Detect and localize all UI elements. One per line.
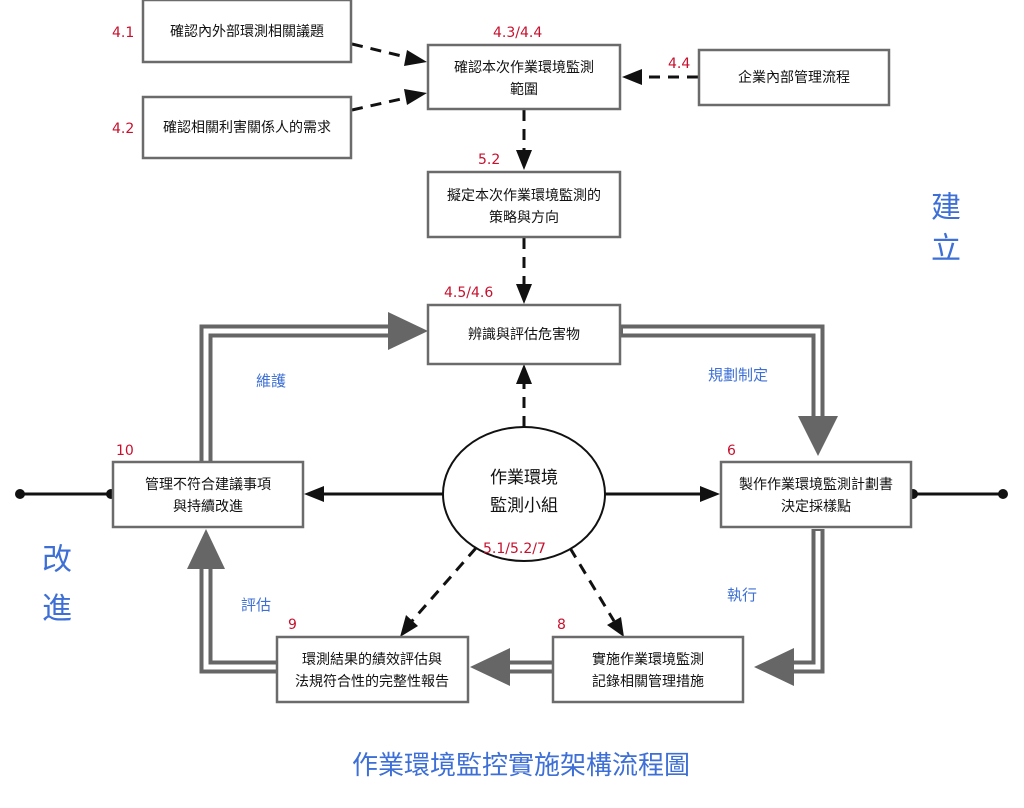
node-monitoring-plan: 製作作業環境監測計劃書 決定採樣點 6	[719, 443, 913, 529]
center-number: 5.1/5.2/7	[483, 541, 546, 557]
edge-label-execute: 執行	[727, 586, 757, 604]
phase-improve-char-2: 進	[42, 592, 72, 627]
diagram-title: 作業環境監控實施架構流程圖	[352, 751, 690, 781]
node-number: 4.2	[112, 121, 134, 137]
dashed-arrow-scope-to-strategy	[516, 110, 532, 170]
dashed-arrow-strategy-to-hazards	[516, 238, 532, 304]
node-label: 管理不符合建議事項	[145, 476, 271, 493]
right-endpoint-line	[908, 489, 1008, 499]
node-label: 企業內部管理流程	[738, 69, 850, 86]
left-endpoint-line	[15, 489, 116, 499]
node-label: 製作作業環境監測計劃書	[739, 476, 893, 493]
node-label: 確認本次作業環境監測	[454, 59, 594, 76]
node-label: 辨識與評估危害物	[468, 327, 580, 343]
dashed-arrow-internal-to-scope	[622, 69, 698, 85]
plan-double-arrow	[621, 324, 838, 456]
node-label: 實施作業環境監測	[592, 651, 704, 668]
dashed-arrow-center-to-implement	[568, 547, 624, 637]
maintain-double-arrow	[199, 312, 428, 463]
node-label: 範圍	[510, 81, 538, 98]
node-number: 6	[727, 443, 736, 459]
center-label: 監測小組	[490, 496, 558, 516]
solid-arrow-center-to-plan	[604, 486, 720, 502]
node-strategy-direction: 擬定本次作業環境監測的 策略與方向 5.2	[426, 152, 622, 239]
implement-to-results-double-arrow	[470, 648, 555, 686]
node-label: 法規符合性的完整性報告	[295, 674, 449, 690]
node-label: 與持續改進	[173, 499, 243, 515]
node-number: 9	[288, 617, 297, 633]
node-monitoring-scope: 確認本次作業環境監測 範圍 4.3/4.4	[426, 25, 622, 111]
node-stakeholder-needs: 確認相關利害關係人的需求 4.2	[112, 95, 353, 160]
node-label: 確認內外部環測相關議題	[170, 23, 324, 40]
node-number: 4.5/4.6	[444, 285, 493, 301]
center-label: 作業環境	[490, 468, 558, 488]
node-label: 環測結果的績效評估與	[302, 652, 442, 668]
node-number: 8	[557, 617, 566, 633]
node-implement-monitoring: 實施作業環境監測 記錄相關管理措施 8	[551, 617, 745, 704]
phase-improve-char-1: 改	[42, 543, 72, 578]
node-label: 擬定本次作業環境監測的	[447, 187, 601, 204]
node-number: 10	[116, 443, 134, 459]
node-internal-management-process: 企業內部管理流程 4.4	[668, 48, 891, 107]
node-nonconformity-improvement: 管理不符合建議事項 與持續改進 10	[111, 443, 305, 529]
evaluate-double-arrow	[187, 529, 279, 674]
phase-establish-char-1: 建	[931, 191, 961, 226]
dashed-arrow-41-to-scope	[351, 42, 427, 66]
node-number: 5.2	[478, 152, 500, 168]
execute-double-arrow	[754, 529, 825, 686]
node-results-evaluation: 環測結果的績效評估與 法規符合性的完整性報告 9	[275, 617, 470, 704]
dashed-arrow-center-to-results	[400, 547, 478, 637]
solid-arrow-center-to-nonconform	[304, 486, 444, 502]
node-number: 4.3/4.4	[493, 25, 542, 41]
node-label: 記錄相關管理措施	[592, 673, 704, 690]
dashed-arrow-center-to-hazards	[516, 364, 532, 427]
node-label: 決定採樣點	[781, 498, 851, 515]
phase-establish-char-2: 立	[931, 232, 961, 267]
dashed-arrow-42-to-scope	[351, 89, 427, 112]
node-identify-hazards: 辨識與評估危害物 4.5/4.6	[426, 285, 622, 366]
node-internal-external-issues: 確認內外部環測相關議題 4.1	[112, 0, 353, 64]
edge-label-plan: 規劃制定	[708, 366, 768, 384]
edge-label-maintain: 維護	[256, 372, 286, 390]
node-number: 4.4	[668, 56, 690, 72]
node-number: 4.1	[112, 25, 134, 41]
node-label: 策略與方向	[489, 209, 559, 226]
node-monitoring-team: 作業環境 監測小組 5.1/5.2/7	[442, 426, 606, 562]
edge-label-evaluate: 評估	[241, 596, 271, 614]
node-label: 確認相關利害關係人的需求	[163, 120, 331, 136]
